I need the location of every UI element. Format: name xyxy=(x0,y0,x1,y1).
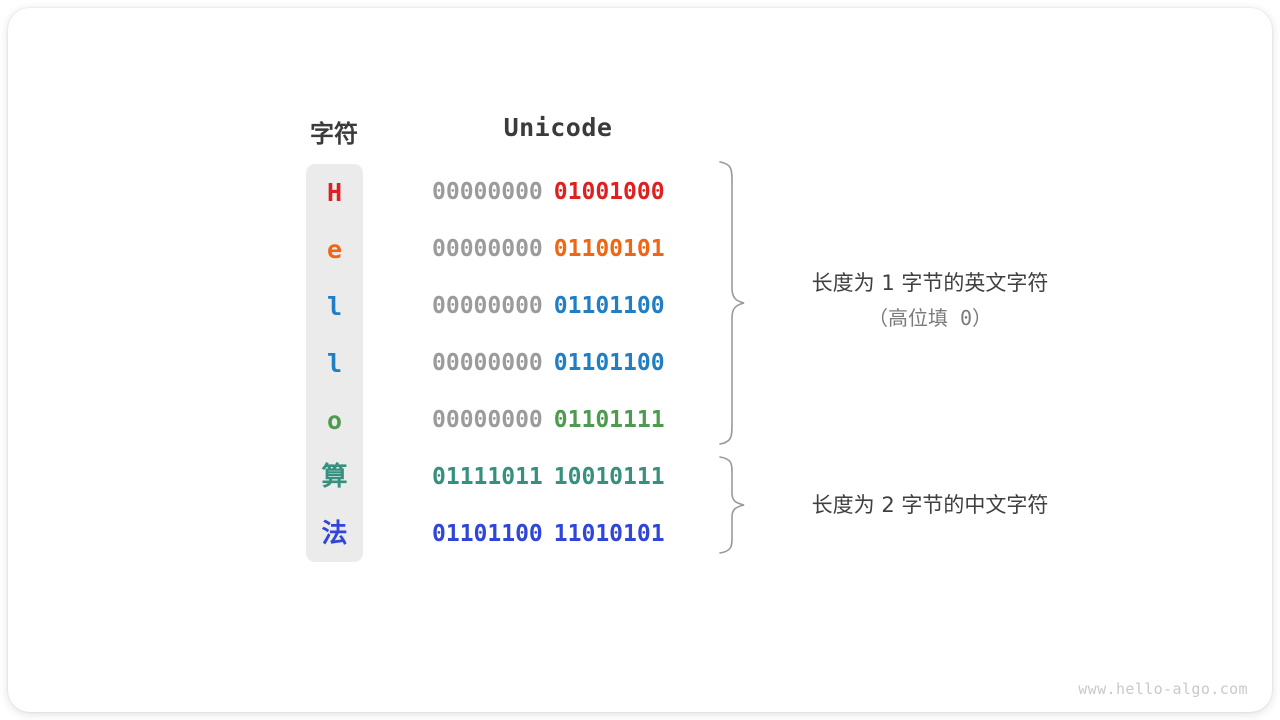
character-cell: H xyxy=(326,178,343,207)
annotation-english-subtext: （高位填 0） xyxy=(867,306,993,330)
watermark-url: www.hello-algo.com xyxy=(1078,680,1248,698)
low-byte: 01001000 xyxy=(553,179,665,205)
binary-row: 01101100 11010101 xyxy=(432,506,684,563)
high-byte: 00000000 xyxy=(432,179,543,205)
character-cell: e xyxy=(326,235,343,264)
brace-chinese-rows xyxy=(719,456,745,554)
high-byte: 00000000 xyxy=(432,236,543,262)
character-cell: o xyxy=(326,406,343,435)
low-byte: 01101100 xyxy=(553,293,665,319)
character-cell: 法 xyxy=(321,519,348,549)
binary-row: 00000000 01101100 xyxy=(432,278,684,335)
high-byte: 00000000 xyxy=(432,407,543,433)
annotation-chinese: 长度为 2 字节的中文字符 xyxy=(762,487,1098,523)
high-byte: 01101100 xyxy=(432,521,543,547)
low-byte: 01101100 xyxy=(553,350,665,376)
binary-row: 00000000 01101111 xyxy=(432,392,684,449)
binary-row: 00000000 01100101 xyxy=(432,221,684,278)
header-unicode: Unicode xyxy=(503,113,613,142)
high-byte: 01111011 xyxy=(432,464,543,490)
high-byte: 00000000 xyxy=(432,350,543,376)
brace-english-rows xyxy=(719,161,745,445)
header-character: 字符 xyxy=(310,121,358,148)
character-cell: l xyxy=(326,292,343,321)
diagram-card xyxy=(8,8,1272,712)
low-byte: 10010111 xyxy=(553,464,665,490)
character-cell: l xyxy=(326,349,343,378)
high-byte: 00000000 xyxy=(432,293,543,319)
annotation-english: 长度为 1 字节的英文字符 （高位填 0） xyxy=(762,265,1098,335)
low-byte: 11010101 xyxy=(553,521,665,547)
annotation-chinese-text: 长度为 2 字节的中文字符 xyxy=(811,493,1049,517)
character-cell: 算 xyxy=(321,462,348,492)
low-byte: 01101111 xyxy=(553,407,665,433)
binary-row: 00000000 01001000 xyxy=(432,164,684,221)
binary-row: 01111011 10010111 xyxy=(432,449,684,506)
binary-row: 00000000 01101100 xyxy=(432,335,684,392)
low-byte: 01100101 xyxy=(553,236,665,262)
annotation-english-text: 长度为 1 字节的英文字符 xyxy=(811,271,1049,295)
